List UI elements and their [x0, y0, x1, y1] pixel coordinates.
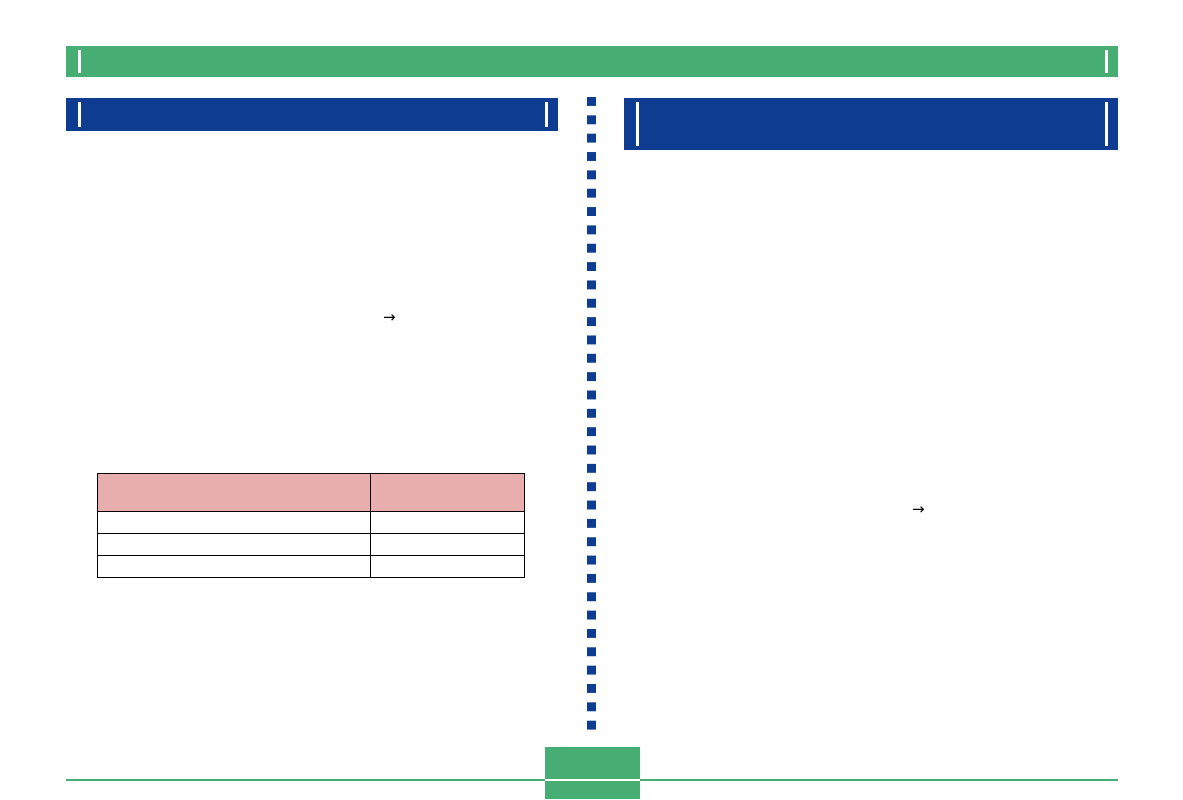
table-header-cell	[370, 473, 525, 512]
table-header-row	[97, 473, 525, 512]
bottom-rule-right	[640, 779, 1118, 781]
table-cell	[97, 533, 371, 556]
page-number-box	[545, 747, 640, 799]
table-cell	[370, 533, 525, 556]
page-number-underline	[545, 779, 640, 781]
banner-right-tick	[1105, 50, 1108, 73]
table-cell	[370, 555, 525, 578]
table-cell	[370, 511, 525, 534]
spec-table	[97, 473, 525, 578]
top-banner	[66, 46, 1118, 77]
table-cell	[97, 511, 371, 534]
table-row	[97, 555, 525, 578]
column-divider	[587, 97, 596, 737]
bottom-rule-left	[66, 779, 545, 781]
right-arrow-icon: →	[912, 500, 925, 518]
table-row	[97, 511, 525, 534]
right-heading-right-tick	[1105, 102, 1108, 146]
left-heading-left-tick	[78, 102, 81, 127]
right-section-heading-bar	[624, 98, 1118, 150]
banner-left-tick	[78, 50, 81, 73]
left-heading-right-tick	[545, 102, 548, 127]
table-row	[97, 533, 525, 556]
table-header-cell	[97, 473, 371, 512]
left-section-heading-bar	[66, 98, 558, 131]
left-arrow-icon: →	[383, 308, 396, 326]
right-heading-left-tick	[636, 102, 639, 146]
table-cell	[97, 555, 371, 578]
